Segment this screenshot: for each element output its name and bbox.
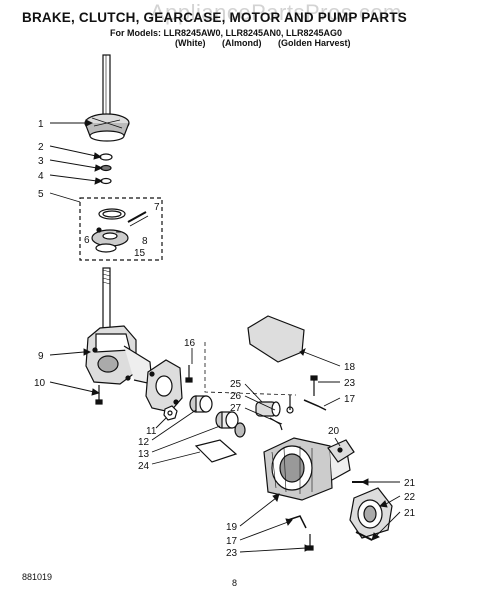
part-5-assembly-box: [79, 197, 163, 261]
callout-16: 16: [184, 338, 196, 349]
callout-23-lower: 23: [226, 548, 238, 559]
page-number: 8: [232, 578, 238, 588]
callout-5: 5: [38, 189, 44, 200]
callout-23-upper: 23: [344, 378, 356, 389]
part-17-bracket-lower: [287, 515, 307, 529]
callout-6: 6: [84, 235, 90, 246]
callout-24: 24: [138, 461, 150, 472]
callout-15: 15: [134, 248, 146, 259]
part-23-screw-upper: [310, 375, 318, 396]
leader-lines: [49, 119, 401, 553]
callout-11: 11: [146, 426, 157, 437]
gearcase-shaft: [102, 267, 111, 331]
part-17-bracket-upper: [303, 399, 327, 411]
part-5-clutch-assembly: [91, 208, 149, 253]
part-18-shield: [247, 315, 305, 363]
callout-labels: 1 2 3 4 5 7 6 8 15 9 10 16 18 25 23 26 1…: [34, 119, 416, 559]
callout-4: 4: [38, 171, 44, 182]
callout-7: 7: [154, 202, 160, 213]
callout-12: 12: [138, 437, 150, 448]
callout-3: 3: [38, 156, 44, 167]
callout-26: 26: [230, 391, 242, 402]
part-24-pad: [194, 439, 238, 463]
part-13-coupling: [215, 411, 246, 438]
color-almond: (Almond): [222, 38, 262, 48]
color-white: (White): [175, 38, 206, 48]
callout-17-lower: 17: [226, 536, 238, 547]
callout-27: 27: [230, 403, 242, 414]
part-16-screw: [185, 342, 297, 396]
callout-1: 1: [38, 119, 44, 130]
models-line: For Models: LLR8245AW0, LLR8245AN0, LLR8…: [110, 28, 343, 38]
callout-10: 10: [34, 378, 46, 389]
model-colors: (White) (Almond) (Golden Harvest): [175, 38, 365, 48]
callout-19: 19: [226, 522, 238, 533]
part-11-nut: [163, 405, 178, 421]
mounting-plate: [145, 359, 183, 413]
part-19-motor: [263, 437, 351, 501]
part-9-gearcase: [85, 325, 153, 385]
footer-code: 881019: [22, 572, 53, 582]
part-10-bolt: [95, 385, 103, 405]
part-20-switch: [327, 439, 355, 463]
callout-13: 13: [138, 449, 150, 460]
callout-22: 22: [404, 492, 416, 503]
part-25-27-linkage: [255, 395, 294, 431]
callout-9: 9: [38, 351, 44, 362]
callout-17-upper: 17: [344, 394, 356, 405]
watermark-text: AppliancePartsPros.com: [150, 0, 402, 25]
color-golden-harvest: (Golden Harvest): [278, 38, 351, 48]
callout-18: 18: [344, 362, 356, 373]
callout-21-lower: 21: [404, 508, 416, 519]
callout-21-upper: 21: [404, 478, 416, 489]
part-12-coupling: [189, 395, 213, 413]
part-22-pump: [349, 487, 393, 539]
callout-8: 8: [142, 236, 148, 247]
callout-25: 25: [230, 379, 242, 390]
part-21-clip-lower: [355, 531, 373, 541]
callout-2: 2: [38, 142, 44, 153]
page-title: BRAKE, CLUTCH, GEARCASE, MOTOR AND PUMP …: [22, 10, 408, 25]
callout-20: 20: [328, 426, 340, 437]
part-1-brake-hub: [84, 54, 130, 142]
